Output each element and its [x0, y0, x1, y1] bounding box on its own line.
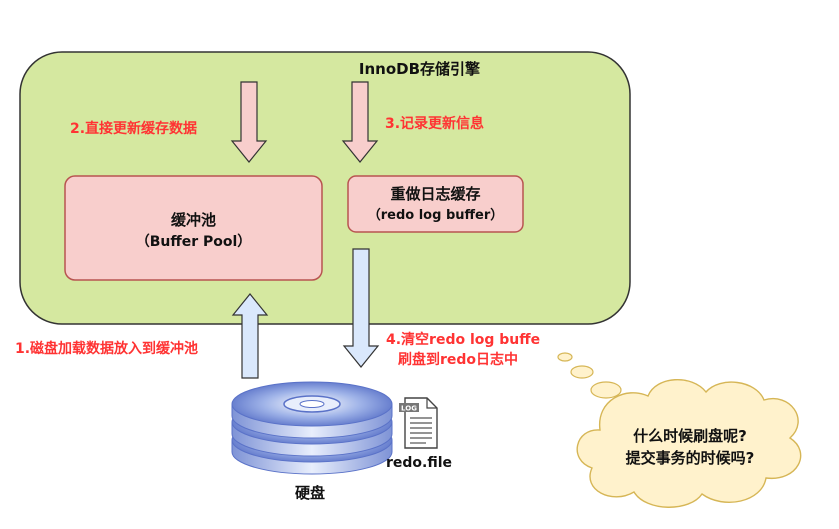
thought-cloud	[576, 378, 802, 508]
log-icon-text: LOG	[401, 405, 417, 413]
step-3-label: 3.记录更新信息	[385, 116, 485, 132]
disk-label: 硬盘	[295, 484, 326, 502]
step-4-line-1: 4.清空redo log buffe	[386, 332, 541, 348]
flush-redo-arrow	[342, 248, 380, 368]
step-4-line-2: 刷盘到redo日志中	[398, 352, 519, 368]
thought-text: 什么时候刷盘呢? 提交事务的时候吗?	[590, 425, 790, 469]
buffer-pool-name: 缓冲池	[170, 211, 216, 229]
step-2-label: 2.直接更新缓存数据	[70, 121, 198, 137]
redo-buffer-label: 重做日志缓存 （redo log buffer）	[348, 183, 523, 227]
thought-dot-medium	[570, 365, 594, 379]
record-update-arrow	[341, 81, 379, 163]
redo-log-buffer-box	[347, 175, 524, 233]
buffer-pool-box	[64, 175, 323, 281]
load-data-arrow	[231, 293, 269, 379]
disk-icon	[231, 381, 393, 475]
thought-dot-small	[557, 352, 573, 362]
step-4-label: 4.清空redo log buffe 刷盘到redo日志中	[386, 330, 566, 370]
buffer-pool-label: 缓冲池 （Buffer Pool）	[65, 209, 322, 253]
thought-line-2: 提交事务的时候吗?	[625, 449, 755, 467]
redo-buffer-name: 重做日志缓存	[390, 185, 481, 203]
step-1-label: 1.磁盘加载数据放入到缓冲池	[15, 341, 199, 357]
redo-buffer-subtitle: （redo log buffer）	[367, 208, 504, 223]
log-file-icon: LOG	[399, 397, 438, 449]
engine-title: InnoDB存储引擎	[358, 60, 481, 78]
buffer-pool-subtitle: （Buffer Pool）	[135, 234, 252, 250]
thought-line-1: 什么时候刷盘呢?	[633, 427, 747, 445]
redo-file-label: redo.file	[386, 455, 453, 471]
thought-dot-large	[590, 381, 622, 399]
update-cache-arrow	[230, 81, 268, 163]
